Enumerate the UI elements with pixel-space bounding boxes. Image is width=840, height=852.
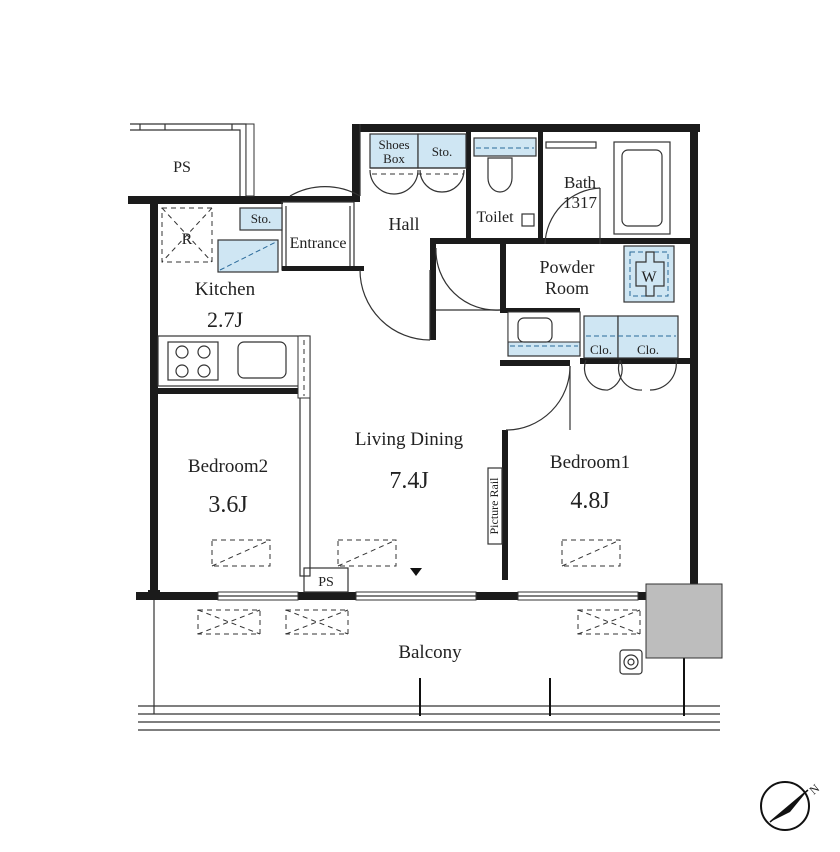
- toilet-fixture: Toilet: [473, 137, 537, 227]
- shoes-box-label-line2: Box: [383, 151, 405, 166]
- refrigerator-space: R: [161, 207, 213, 263]
- main-entry-arrow: [410, 568, 422, 576]
- bathtub: Bath 1317: [545, 141, 671, 235]
- refrigerator-label: R: [182, 231, 193, 248]
- hall-sto-label: Sto.: [432, 144, 453, 159]
- ps-bottom-label: PS: [318, 575, 334, 590]
- toilet-label: Toilet: [476, 209, 514, 226]
- hall-label: Hall: [389, 214, 420, 234]
- washer-label: W: [641, 269, 657, 286]
- shoes-box: Shoes Box: [369, 133, 419, 169]
- bedroom2-size: 3.6J: [208, 492, 247, 518]
- bath-label: Bath: [564, 173, 597, 192]
- kitchen-size: 2.7J: [207, 307, 244, 332]
- living-dining-size: 7.4J: [389, 468, 428, 494]
- closet-label-2: Clo.: [637, 342, 659, 357]
- ceiling-markers: [211, 539, 621, 567]
- kitchen-label: Kitchen: [195, 279, 256, 300]
- shoes-box-label-line1: Shoes: [378, 137, 409, 152]
- picture-rail: Picture Rail: [487, 467, 503, 545]
- washer-space: W: [623, 245, 675, 303]
- compass-icon: N: [760, 781, 823, 831]
- balcony-windows: [217, 591, 639, 601]
- living-dining-label: Living Dining: [355, 429, 464, 450]
- closet-label-1: Clo.: [590, 342, 612, 357]
- door-swings: [289, 124, 677, 431]
- balcony: Balcony: [138, 600, 720, 731]
- ps-shaft-bottom: PS: [303, 567, 349, 593]
- balcony-label: Balcony: [398, 642, 462, 663]
- bedroom1-size: 4.8J: [570, 488, 609, 514]
- kitchen-counter: [157, 335, 311, 399]
- ps-top-label: PS: [173, 159, 191, 176]
- bedroom2-label: Bedroom2: [188, 456, 268, 477]
- ps-shaft-top: [130, 123, 255, 197]
- hall-storage: Sto.: [417, 133, 467, 169]
- picture-rail-label: Picture Rail: [487, 477, 501, 535]
- vanity-basin: [507, 311, 581, 357]
- compass-north-label: N: [807, 781, 823, 798]
- powder-room-label-line2: Room: [545, 278, 589, 298]
- outdoor-ac-unit: [619, 583, 723, 675]
- bath-size: 1317: [563, 193, 598, 212]
- closets: Clo. Clo.: [583, 315, 679, 359]
- bedroom1-label: Bedroom1: [550, 452, 630, 473]
- kitchen-storage: Sto.: [217, 207, 283, 273]
- kitchen-sto-label: Sto.: [251, 211, 272, 226]
- powder-room-label-line1: Powder: [540, 257, 595, 277]
- entrance-label: Entrance: [290, 235, 347, 252]
